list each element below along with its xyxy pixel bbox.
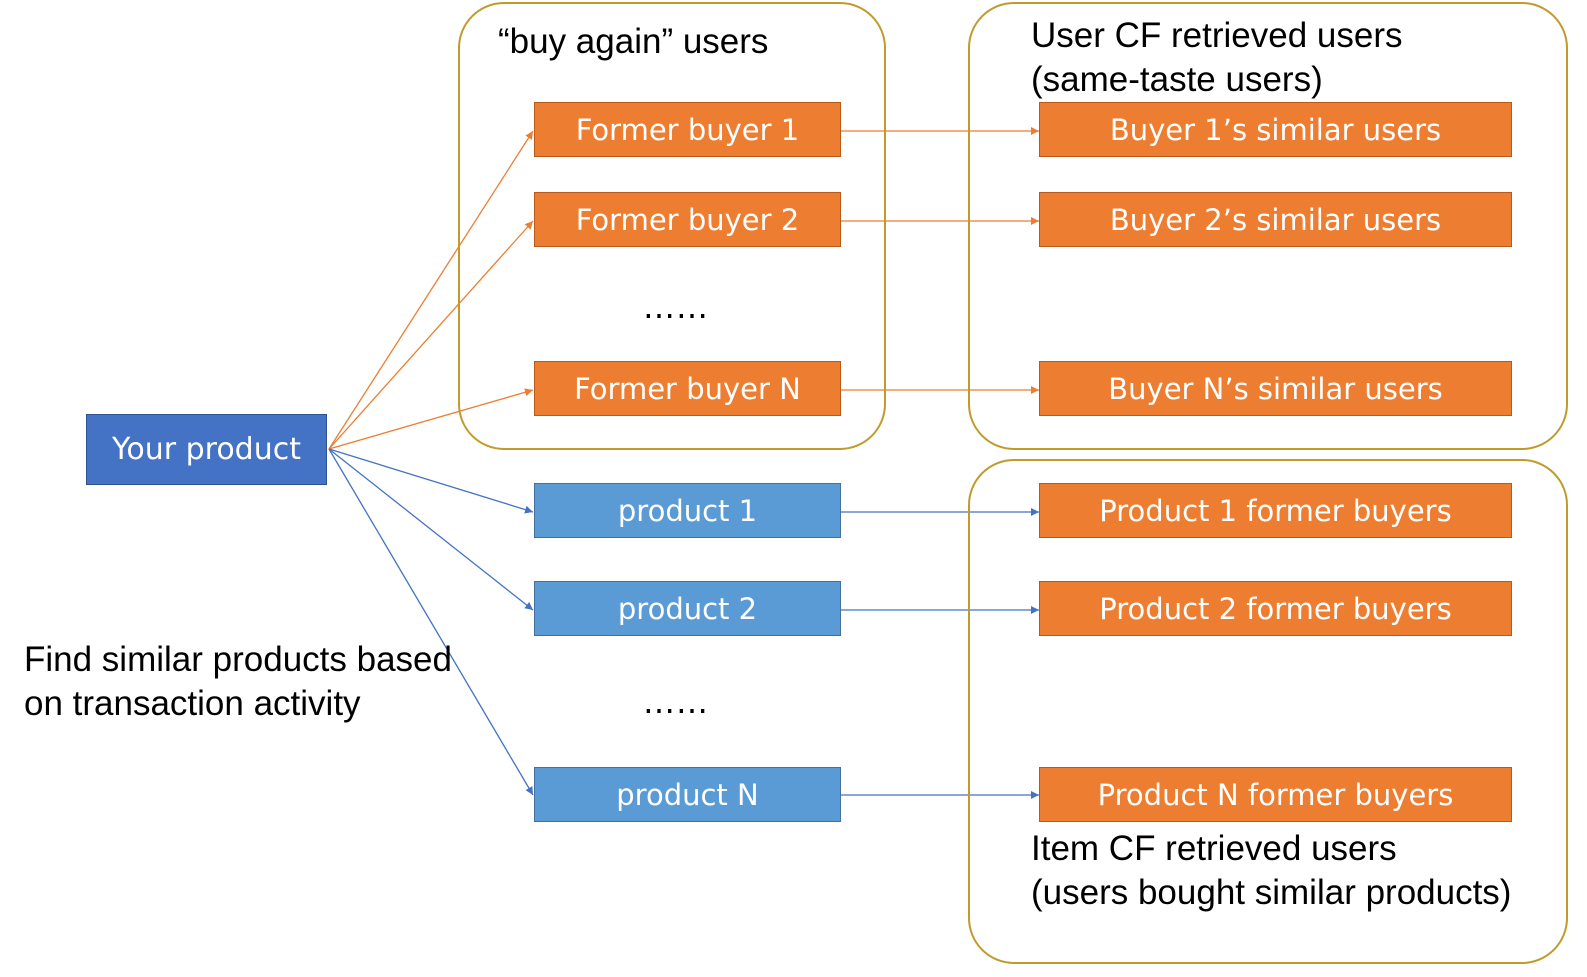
buyer-2-similar-users-node: Buyer 2’s similar users xyxy=(1039,192,1512,247)
arrow-to-product-2 xyxy=(328,448,534,611)
user-cf-group-frame xyxy=(968,2,1568,450)
former-buyer-1-node: Former buyer 1 xyxy=(534,102,841,157)
product-2-node: product 2 xyxy=(534,581,841,636)
user-cf-group-title-line-1: User CF retrieved users xyxy=(1031,16,1403,55)
arrow-to-former-buyer-n xyxy=(328,388,534,450)
user-cf-group-title-line-2: (same-taste users) xyxy=(1031,60,1323,99)
buyer-1-similar-users-node: Buyer 1’s similar users xyxy=(1039,102,1512,157)
buyer-n-similar-users-node: Buyer N’s similar users xyxy=(1039,361,1512,416)
former-buyers-ellipsis: …… xyxy=(643,288,709,326)
arrow-to-product-1 xyxy=(328,448,534,514)
caption-line-1: Find similar products based xyxy=(24,640,452,679)
product-n-former-buyers-node: Product N former buyers xyxy=(1039,767,1512,822)
item-cf-group-frame xyxy=(968,459,1568,964)
product-2-former-buyers-node: Product 2 former buyers xyxy=(1039,581,1512,636)
arrow-to-former-buyer-1 xyxy=(328,130,534,450)
products-ellipsis: …… xyxy=(643,683,709,721)
buy-again-group-title: “buy again” users xyxy=(498,22,769,61)
buy-again-group-frame xyxy=(458,2,886,450)
caption-line-2: on transaction activity xyxy=(24,684,361,723)
arrow-to-product-n xyxy=(328,448,534,796)
product-1-former-buyers-node: Product 1 former buyers xyxy=(1039,483,1512,538)
your-product-node: Your product xyxy=(86,414,327,485)
product-1-node: product 1 xyxy=(534,483,841,538)
item-cf-group-title-line-2: (users bought similar products) xyxy=(1031,873,1512,912)
former-buyer-n-node: Former buyer N xyxy=(534,361,841,416)
arrow-to-former-buyer-2 xyxy=(328,220,534,450)
item-cf-group-title-line-1: Item CF retrieved users xyxy=(1031,829,1397,868)
former-buyer-2-node: Former buyer 2 xyxy=(534,192,841,247)
product-n-node: product N xyxy=(534,767,841,822)
